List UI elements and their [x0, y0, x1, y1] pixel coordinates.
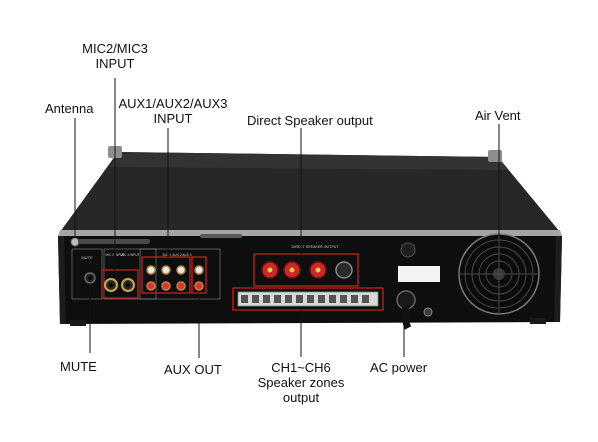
label-air-vent: Air Vent: [475, 108, 521, 123]
panel-direct-out-text: DIRECT SPEAKER OUTPUT: [291, 245, 339, 249]
aux-rca-jacks: [146, 265, 204, 291]
air-vent-fan: [458, 233, 540, 315]
speaker-zone-terminal-strip: [237, 291, 379, 307]
foot-right: [530, 318, 546, 324]
mounting-ear-right: [488, 150, 502, 162]
panel-mic3-text: MIC 3 INPUT: [121, 253, 140, 257]
panel-mute-text: MUTE: [81, 255, 93, 260]
label-ac-power: AC power: [370, 360, 428, 375]
caution-sticker: [398, 266, 440, 282]
direct-speaker-binding-posts: [261, 261, 353, 279]
highlight-aux-inputs: [141, 256, 191, 294]
amplifier-chassis: [58, 146, 562, 326]
chassis-top-surface: [60, 152, 560, 232]
mic-input-jacks: [104, 278, 135, 292]
mute-jack: [84, 272, 96, 284]
panel-aux-text: AUX 1 AUX 2 AUX 3: [162, 253, 191, 257]
label-direct-speaker: Direct Speaker output: [247, 113, 373, 128]
label-antenna: Antenna: [45, 101, 94, 116]
highlight-mic-inputs: [101, 269, 139, 299]
antenna-connector: [70, 234, 242, 247]
chassis-rear-rail: [58, 230, 562, 236]
highlight-direct-speaker: [253, 253, 359, 287]
ac-power-inlet: [396, 290, 433, 330]
label-mute: MUTE: [60, 359, 97, 374]
label-aux-out: AUX OUT: [164, 362, 222, 377]
foot-left: [70, 320, 86, 326]
callout-lines: [74, 78, 500, 358]
round-cover-plate: [400, 242, 416, 258]
rear-panel-face: [58, 236, 562, 324]
highlight-speaker-zones: [232, 287, 384, 311]
